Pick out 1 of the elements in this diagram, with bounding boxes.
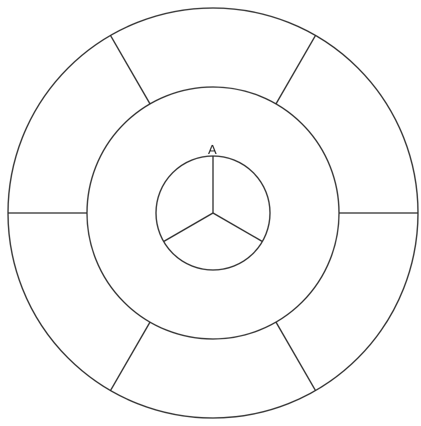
ring-label: A xyxy=(208,143,217,157)
